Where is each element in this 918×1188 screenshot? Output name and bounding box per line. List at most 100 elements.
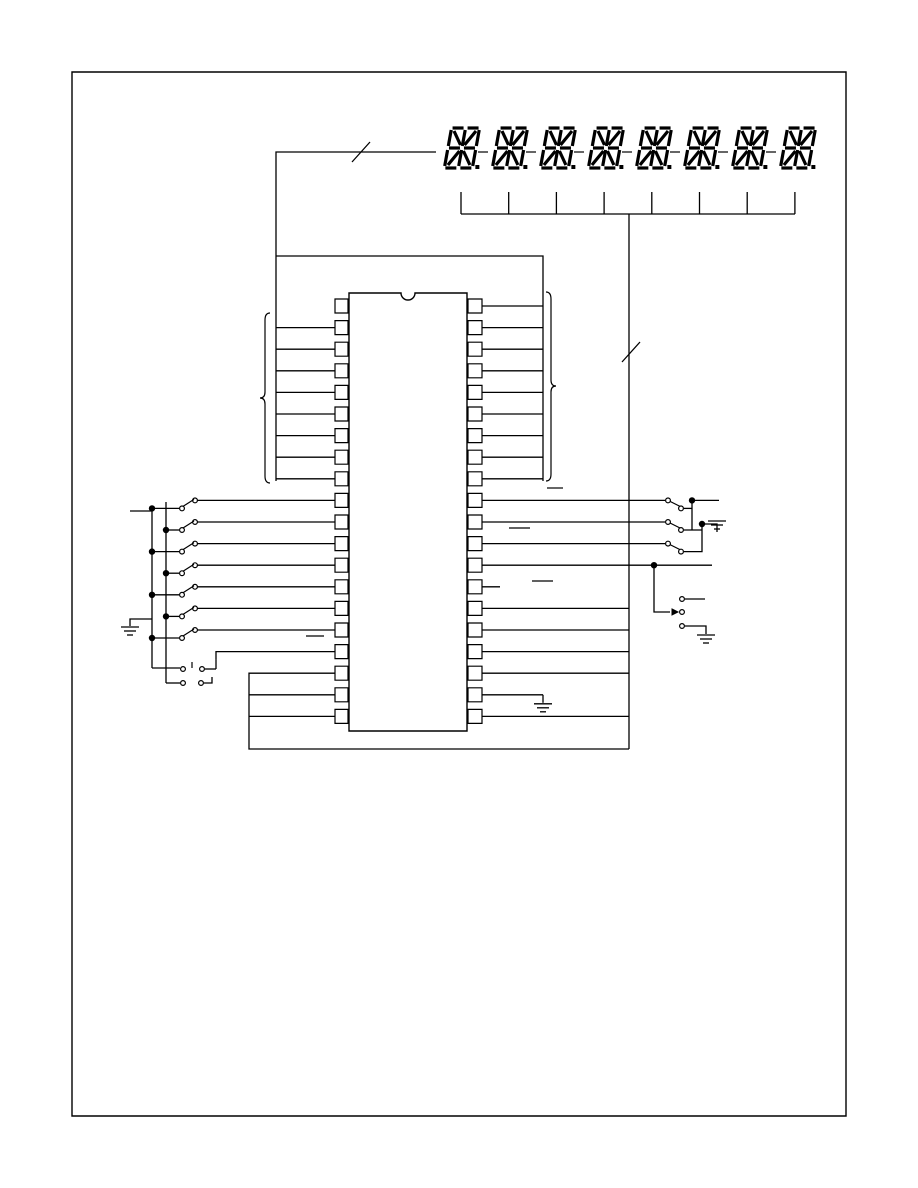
- switch-blade: [183, 499, 194, 506]
- switch-contact: [179, 526, 186, 533]
- junction-dot: [148, 591, 156, 599]
- decimal-point: [571, 165, 576, 169]
- chip-pin-left: [335, 342, 348, 356]
- chip-pin-right: [468, 429, 482, 443]
- display-segment: [511, 151, 517, 165]
- chip-pin-left: [335, 645, 348, 659]
- junction-dot: [162, 613, 170, 620]
- decimal-point: [475, 165, 480, 169]
- display-segment: [685, 150, 688, 166]
- display-segment: [454, 131, 460, 145]
- chip-pin-right: [468, 688, 482, 702]
- junction-dot: [148, 505, 156, 512]
- bus-slash: [622, 342, 640, 362]
- junction-dot: [162, 526, 170, 534]
- chip-pin-left: [335, 537, 348, 551]
- junction-dot: [650, 562, 658, 569]
- display-segment: [747, 150, 750, 166]
- display-segment: [809, 150, 812, 166]
- display-segment: [462, 130, 465, 146]
- display-segment-bus: [276, 152, 436, 256]
- display-segment: [569, 150, 572, 166]
- right-brace: [546, 292, 556, 481]
- display-segment: [790, 131, 796, 145]
- chip-pin-right: [468, 493, 482, 507]
- display-segment: [476, 130, 479, 146]
- chip-pin-right: [468, 601, 482, 615]
- selector-contact: [678, 595, 685, 602]
- chip-pin-right: [468, 645, 482, 659]
- display-digit: [541, 128, 576, 169]
- display-segment: [598, 131, 604, 145]
- display-segment: [465, 131, 477, 145]
- display-segment: [795, 150, 798, 166]
- display-segment: [541, 150, 544, 166]
- chip-pin-right: [468, 364, 482, 378]
- display-segment: [812, 130, 815, 146]
- display-segment: [607, 151, 613, 165]
- display-segment: [445, 150, 448, 166]
- display-segment: [764, 130, 767, 146]
- switch-contact: [677, 505, 684, 512]
- display-layer: [445, 128, 816, 169]
- chip-pin-left: [335, 709, 348, 723]
- switch-contact: [664, 518, 671, 525]
- pushbutton-contact: [199, 665, 206, 672]
- chip-pin-left: [335, 601, 348, 615]
- switch-contact: [677, 526, 684, 533]
- chip-pin-left: [335, 321, 348, 335]
- frame-layer: [72, 72, 846, 1116]
- display-segment: [713, 150, 716, 166]
- chip-pin-right: [468, 407, 482, 421]
- display-segment: [694, 131, 700, 145]
- display-segment: [761, 150, 764, 166]
- chip-pin-left: [335, 472, 348, 486]
- display-segment: [750, 130, 753, 146]
- switch-blade: [183, 586, 194, 593]
- switch-blade: [183, 543, 194, 550]
- display-segment: [702, 130, 705, 146]
- display-segment: [736, 151, 748, 165]
- chip-pin-right: [468, 709, 482, 723]
- switch-layer: [148, 497, 706, 686]
- switch-contact: [664, 497, 671, 504]
- display-segment: [603, 150, 606, 166]
- display-segment: [510, 130, 513, 146]
- outer-border: [72, 72, 846, 1116]
- display-digit: [637, 128, 672, 169]
- display-segment: [751, 151, 757, 165]
- display-segment: [448, 151, 460, 165]
- display-segment: [448, 130, 451, 146]
- chip-pin-left: [335, 688, 348, 702]
- switch-contact: [677, 548, 684, 555]
- switch-blade: [183, 521, 194, 528]
- segment-loop: [276, 256, 543, 481]
- ground-symbol: [534, 704, 552, 712]
- display-segment: [473, 150, 476, 166]
- display-segment: [781, 150, 784, 166]
- chip-pin-left: [335, 558, 348, 572]
- display-segment: [559, 151, 565, 165]
- junction-dot: [698, 520, 706, 528]
- bus-slash: [352, 142, 370, 162]
- switch-blade: [183, 629, 194, 636]
- decimal-point: [811, 165, 816, 169]
- chip-pin-right: [468, 580, 482, 594]
- switch-blade: [670, 545, 680, 550]
- chip-pin-right: [468, 558, 482, 572]
- display-segment: [544, 151, 556, 165]
- chip-body: [349, 293, 467, 731]
- right-switch-ground-lead: [684, 524, 717, 552]
- selector-contact: [678, 608, 685, 615]
- switch-blade: [183, 564, 194, 571]
- left-brace: [260, 313, 270, 483]
- ground-symbol: [708, 521, 726, 529]
- display-segment: [646, 131, 652, 145]
- display-segment: [688, 130, 691, 146]
- switch-contact: [664, 540, 671, 547]
- display-segment: [493, 150, 496, 166]
- display-digit: [589, 128, 624, 169]
- display-segment: [572, 130, 575, 146]
- bottom-loop: [249, 673, 629, 749]
